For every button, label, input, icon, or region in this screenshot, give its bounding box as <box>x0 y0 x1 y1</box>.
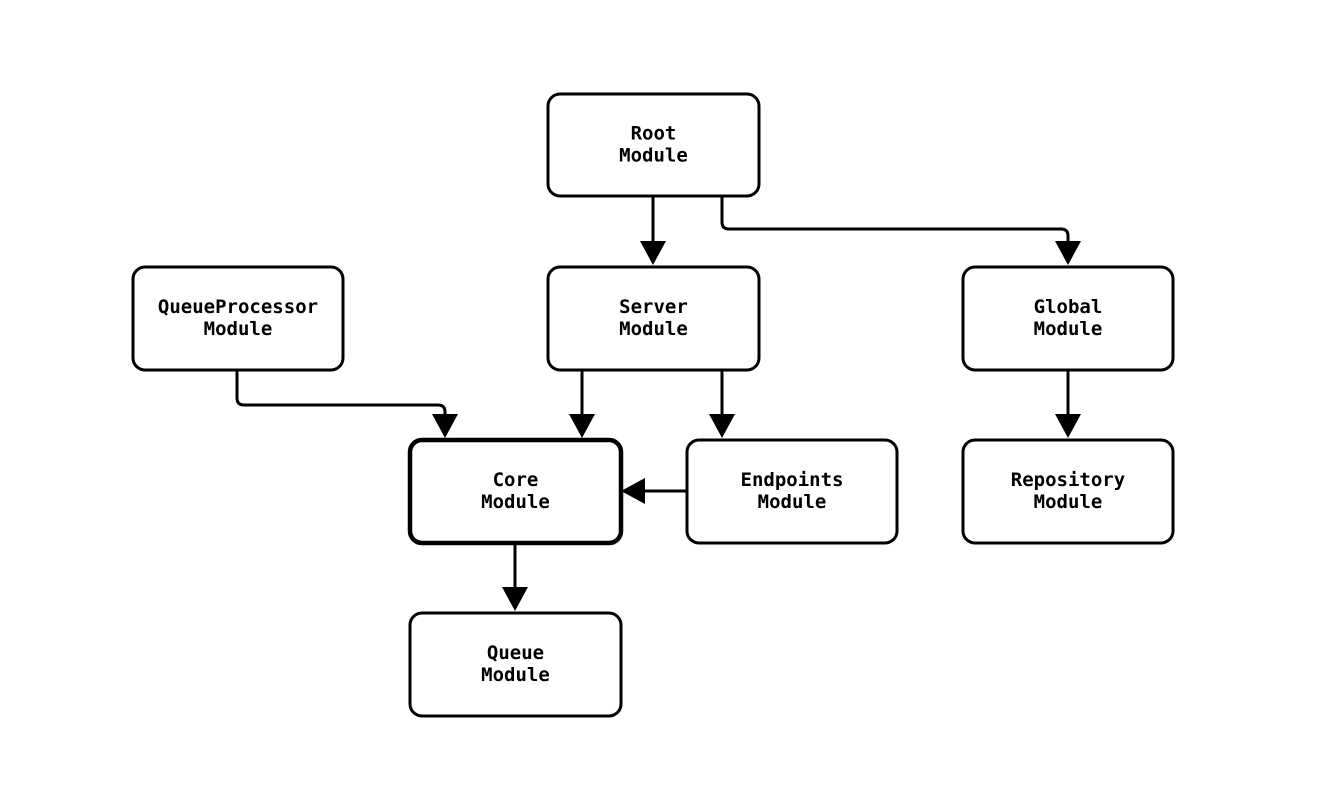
node-label-primary: Global <box>1034 296 1103 318</box>
edge-queueprocessor-to-core <box>235 370 458 438</box>
node-label-primary: Endpoints <box>741 469 844 491</box>
node-box[interactable] <box>685 438 899 545</box>
node-box[interactable] <box>131 265 345 372</box>
arrowhead-icon <box>502 587 528 611</box>
node-label-secondary: Module <box>619 145 688 167</box>
node-box[interactable] <box>961 438 1175 545</box>
edge-server-to-endpoints <box>709 370 735 438</box>
edge-root-to-global <box>720 196 1081 265</box>
arrowhead-icon <box>1055 241 1081 265</box>
edge-line <box>720 196 1070 241</box>
edge-root-to-server <box>640 196 666 265</box>
edge-core-to-queue <box>502 543 528 611</box>
node-label-secondary: Module <box>481 491 550 513</box>
arrowhead-icon <box>1055 414 1081 438</box>
node-label-secondary: Module <box>481 664 550 686</box>
arrowhead-icon <box>569 414 595 438</box>
arrowhead-icon <box>640 241 666 265</box>
edge-global-to-repository <box>1055 370 1081 438</box>
node-label-secondary: Module <box>619 318 688 340</box>
edge-endpoints-to-core <box>621 478 687 504</box>
node-label-secondary: Module <box>1034 491 1103 513</box>
node-box[interactable] <box>407 437 624 546</box>
node-label-primary: QueueProcessor <box>158 296 318 318</box>
edge-line <box>235 370 447 414</box>
node-layer: RootModuleQueueProcessorModuleServerModu… <box>131 92 1175 718</box>
node-label-primary: Server <box>619 296 688 318</box>
arrowhead-icon <box>432 414 458 438</box>
node-box[interactable] <box>546 92 761 198</box>
arrowhead-icon <box>621 478 645 504</box>
node-label-primary: Repository <box>1011 469 1125 491</box>
node-box[interactable] <box>961 265 1175 372</box>
edge-server-to-core <box>569 370 595 438</box>
node-box[interactable] <box>408 611 623 718</box>
node-label-primary: Root <box>631 123 677 145</box>
arrowhead-icon <box>709 414 735 438</box>
node-label-primary: Core <box>493 469 539 491</box>
node-label-secondary: Module <box>1034 318 1103 340</box>
node-label-secondary: Module <box>758 491 827 513</box>
node-box[interactable] <box>546 265 761 372</box>
node-label-primary: Queue <box>487 642 544 664</box>
edge-layer <box>235 196 1081 611</box>
node-label-secondary: Module <box>204 318 273 340</box>
